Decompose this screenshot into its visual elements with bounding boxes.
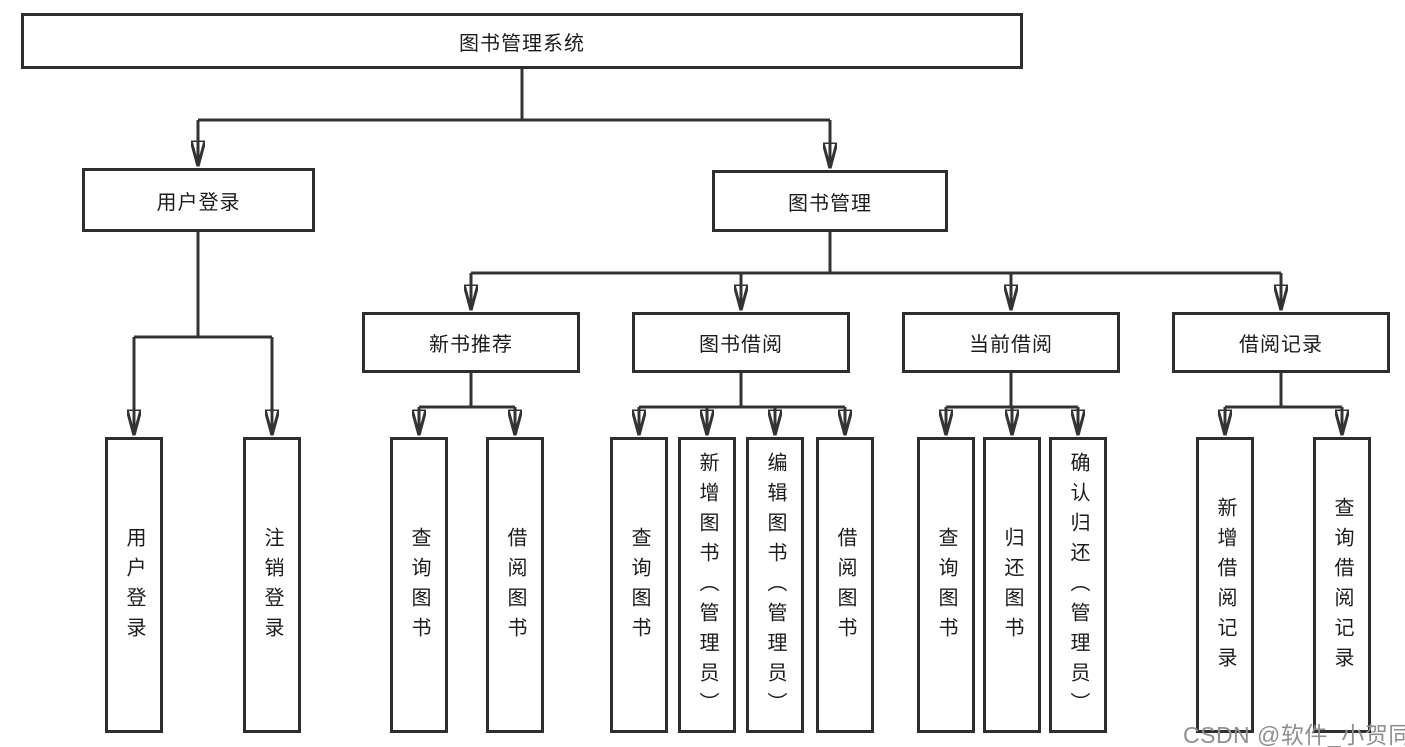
connector-current-borrowing-to-leaves	[946, 373, 1078, 435]
leaf-add-borrow-record: 新增借阅记录	[1196, 437, 1254, 733]
node-borrowing-records: 借阅记录	[1172, 312, 1390, 373]
node-book-borrowing: 图书借阅	[632, 312, 850, 373]
leaf-query-borrow-record: 查询借阅记录	[1313, 437, 1371, 733]
connector-book-management-to-level3	[471, 232, 1281, 310]
connector-borrowing-records-to-leaves	[1225, 373, 1342, 435]
leaf-edit-books-admin: 编辑图书（管理员）	[746, 437, 804, 733]
leaf-logout: 注销登录	[243, 437, 301, 733]
node-library-management-system: 图书管理系统	[21, 13, 1023, 69]
connector-book-borrowing-to-leaves	[639, 373, 845, 435]
leaf-query-books-borrowing: 查询图书	[610, 437, 668, 733]
node-book-management: 图书管理	[712, 170, 948, 232]
node-current-borrowing: 当前借阅	[902, 312, 1120, 373]
leaf-borrow-books-recommend: 借阅图书	[486, 437, 544, 733]
connector-new-book-recommendation-to-leaves	[419, 373, 515, 435]
leaf-borrow-books-borrowing: 借阅图书	[816, 437, 874, 733]
leaf-query-books-current: 查询图书	[917, 437, 975, 733]
node-user-login: 用户登录	[82, 168, 315, 232]
leaf-return-books: 归还图书	[983, 437, 1041, 733]
node-new-book-recommendation: 新书推荐	[362, 312, 580, 373]
connector-root-to-level2	[198, 69, 830, 168]
leaf-add-books-admin: 新增图书（管理员）	[678, 437, 736, 733]
watermark: CSDN @软件_小贺同学	[1183, 722, 1405, 747]
leaf-user-login: 用户登录	[105, 437, 163, 733]
leaf-confirm-return-admin: 确认归还（管理员）	[1049, 437, 1107, 733]
connector-user-login-to-leaves	[134, 232, 272, 435]
leaf-query-books-recommend: 查询图书	[390, 437, 448, 733]
